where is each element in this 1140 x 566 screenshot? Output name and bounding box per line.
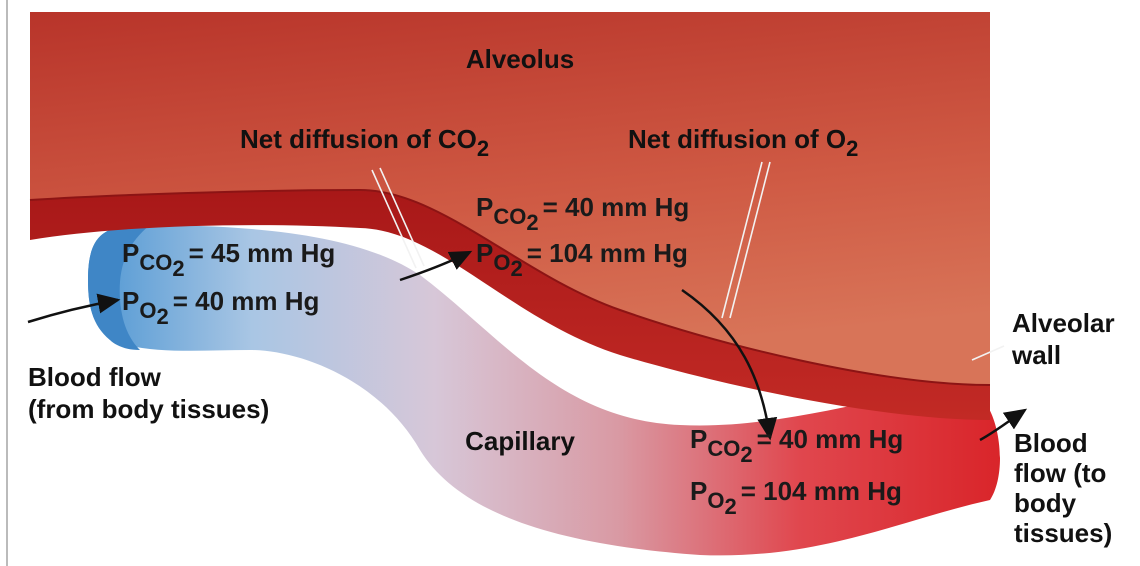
- capillary-label: Capillary: [465, 426, 575, 456]
- wall-edge: [29, 188, 991, 386]
- o2-arrow: [681, 288, 778, 441]
- co2-arrow: [399, 250, 473, 282]
- blood-out-arrow: [979, 408, 1028, 442]
- venous-pco2: PCO2= 45 mm Hg: [122, 238, 335, 281]
- arterial-po2: PO2= 104 mm Hg: [690, 476, 902, 519]
- co2-diffusion-pointer: [371, 167, 425, 269]
- alveolar-wall-label: Alveolar wall: [1011, 308, 1122, 370]
- arterial-pco2: PCO2= 40 mm Hg: [690, 424, 903, 467]
- capillary-vessel: [88, 225, 1000, 556]
- o2-diffusion-pointer: [721, 161, 771, 319]
- alveolar-wall: [30, 190, 990, 420]
- capillary-venous-end: [88, 225, 150, 350]
- net-diffusion-co2-label: Net diffusion of CO2: [240, 124, 489, 161]
- blood-flow-in-label: Blood flow (from body tissues): [28, 362, 269, 424]
- frame-left-border: [6, 0, 8, 566]
- net-diffusion-o2-label: Net diffusion of O2: [628, 124, 858, 161]
- alveolar-wall-pointer: [971, 345, 1005, 361]
- alveolar-po2: PO2= 104 mm Hg: [476, 238, 688, 281]
- blood-flow-out-label: Blood flow (to body tissues): [1014, 428, 1114, 548]
- alveolus-label: Alveolus: [466, 44, 574, 74]
- blood-in-arrow: [27, 293, 121, 324]
- venous-po2: PO2= 40 mm Hg: [122, 286, 319, 329]
- alveolar-pco2: PCO2= 40 mm Hg: [476, 192, 689, 235]
- alveolus-region: [30, 12, 990, 385]
